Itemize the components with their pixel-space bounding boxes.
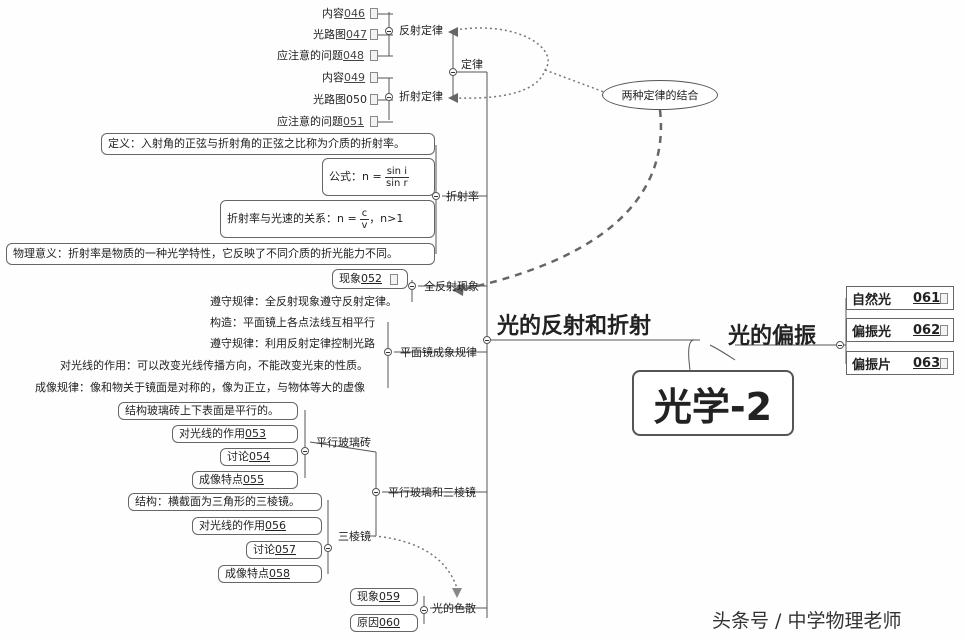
- polarization-label: 偏振光: [852, 324, 892, 340]
- collapse-toggle[interactable]: [420, 606, 428, 614]
- center-title[interactable]: 光学-2: [632, 370, 794, 436]
- polarization-label: 偏振片: [852, 357, 892, 373]
- prism-structure[interactable]: 结构：横截面为三角形的三棱镜。: [128, 493, 322, 511]
- note-icon: [940, 358, 948, 369]
- collapse-toggle[interactable]: [324, 544, 332, 552]
- collapse-toggle[interactable]: [385, 93, 393, 101]
- plane-mirror-item[interactable]: 遵守规律：利用反射定律控制光路: [210, 337, 375, 350]
- definition-box[interactable]: 定义：入射角的正弦与折射角的正弦之比称为介质的折射率。: [101, 133, 435, 155]
- polarization-item[interactable]: 偏振片 063: [846, 351, 954, 375]
- polarization-item[interactable]: 偏振光 062: [846, 318, 954, 342]
- laws-label[interactable]: 定律: [461, 58, 483, 71]
- collapse-toggle[interactable]: [836, 341, 844, 349]
- note-icon: [370, 94, 378, 105]
- note-icon: [370, 116, 378, 127]
- plane-mirror-item[interactable]: 对光线的作用：可以改变光线传播方向，不能改变光束的性质。: [60, 359, 368, 372]
- collapse-toggle[interactable]: [432, 192, 440, 200]
- total-reflection-rule[interactable]: 遵守规律：全反射现象遵守反射定律。: [210, 295, 397, 308]
- law-item[interactable]: 内容049: [322, 71, 365, 84]
- law-item[interactable]: 光路图050: [313, 93, 367, 106]
- reflection-law-label[interactable]: 反射定律: [399, 24, 443, 37]
- collapse-toggle[interactable]: [385, 27, 393, 35]
- note-icon: [370, 72, 378, 83]
- collapse-toggle[interactable]: [483, 336, 491, 344]
- polarization-item[interactable]: 自然光 061: [846, 286, 954, 310]
- note-icon: [940, 293, 948, 304]
- note-icon: [370, 8, 378, 19]
- branch-reflection-refraction[interactable]: 光的反射和折射: [497, 314, 652, 339]
- item-code[interactable]: 063: [913, 355, 941, 371]
- plane-mirror-item[interactable]: 成像规律：像和物关于镜面是对称的，像为正立，与物体等大的虚像: [35, 381, 365, 394]
- dispersion-label[interactable]: 光的色散: [432, 602, 476, 615]
- glass-prism-label[interactable]: 平行玻璃和三棱镜: [388, 486, 476, 499]
- item-code[interactable]: 062: [913, 322, 941, 338]
- collapse-toggle[interactable]: [372, 488, 380, 496]
- collapse-toggle[interactable]: [384, 348, 392, 356]
- slab-structure[interactable]: 结构玻璃砖上下表面是平行的。: [118, 402, 298, 420]
- callout-combination[interactable]: 两种定律的结合: [602, 80, 718, 110]
- collapse-toggle[interactable]: [449, 68, 457, 76]
- law-item[interactable]: 应注意的问题051: [277, 115, 364, 128]
- law-item[interactable]: 内容046: [322, 7, 365, 20]
- collapse-toggle[interactable]: [301, 447, 309, 455]
- law-item[interactable]: 光路图047: [313, 28, 367, 41]
- note-icon: [940, 325, 948, 336]
- item-code[interactable]: 061: [913, 290, 941, 306]
- glass-slab-label[interactable]: 平行玻璃砖: [316, 436, 371, 449]
- watermark: 头条号 / 中学物理老师: [712, 610, 902, 632]
- total-reflection-label[interactable]: 全反射现象: [424, 280, 479, 293]
- plane-mirror-label[interactable]: 平面镜成象规律: [400, 346, 477, 359]
- meaning-box[interactable]: 物理意义：折射率是物质的一种光学特性，它反映了不同介质的折光能力不同。: [6, 243, 435, 265]
- law-item[interactable]: 应注意的问题048: [277, 49, 364, 62]
- note-icon: [370, 29, 378, 40]
- polarization-label: 自然光: [852, 292, 892, 308]
- refraction-law-label[interactable]: 折射定律: [399, 90, 443, 103]
- collapse-toggle[interactable]: [408, 282, 416, 290]
- refractive-index-label[interactable]: 折射率: [446, 190, 479, 203]
- plane-mirror-item[interactable]: 构造：平面镜上各点法线互相平行: [210, 316, 375, 329]
- prism-label[interactable]: 三棱镜: [338, 530, 371, 543]
- note-icon: [390, 273, 398, 285]
- note-icon: [370, 50, 378, 61]
- branch-polarization[interactable]: 光的偏振: [728, 324, 817, 349]
